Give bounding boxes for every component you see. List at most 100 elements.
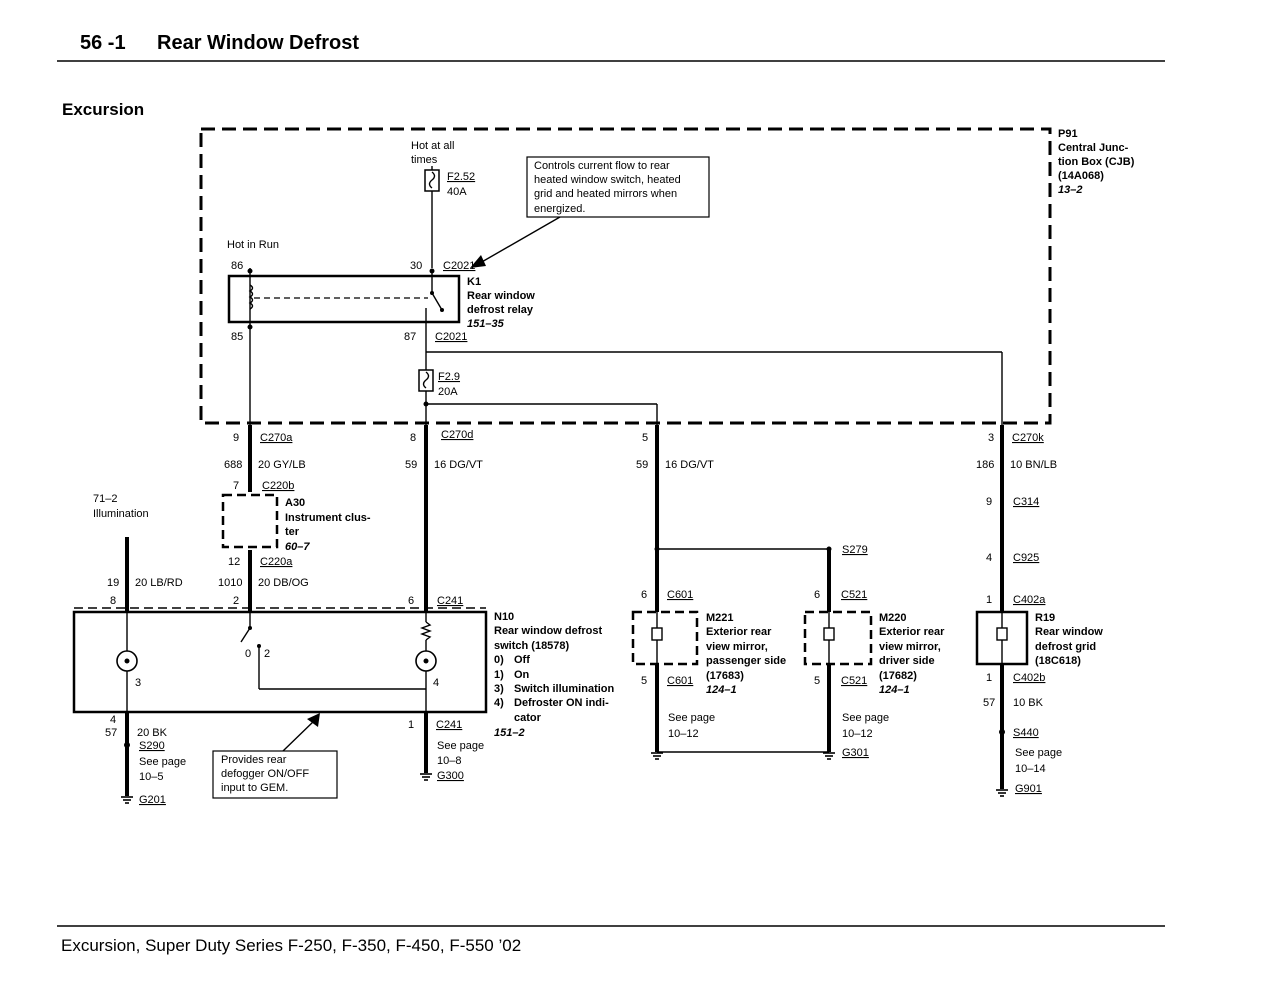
ground-g901-icon [996,789,1008,797]
m221-conn-top: C601 [667,589,693,601]
m221-conn-bottom: C601 [667,675,693,687]
svg-text:Rear window: Rear window [467,290,535,302]
switch-pin-3: 3 [135,677,141,689]
svg-text:ter: ter [285,526,300,538]
g300-see-page-ref: 10–8 [437,755,461,767]
svg-text:P91: P91 [1058,128,1078,140]
fuse-f252-rating: 40A [447,186,467,198]
g201-see-page-ref: 10–5 [139,771,163,783]
svg-text:R19: R19 [1035,612,1055,624]
cjb-label: P91 Central Junc- tion Box (CJB) (14A068… [1058,128,1135,196]
m221-see-page-ref: 10–12 [668,728,699,740]
grid-pin-bottom: 1 [986,672,992,684]
m221-label: M221 Exterior rear view mirror, passenge… [706,612,786,696]
splice-s440-dot [999,729,1005,735]
wire-186-color: 10 BN/LB [1010,459,1057,471]
relay-pin-86: 86 [231,260,243,272]
relay-callout-arrow [479,216,561,264]
wire-19-color: 20 LB/RD [135,577,183,589]
svg-text:0): 0) [494,654,504,666]
switch-callout-box [212,750,338,799]
c925-pin: 4 [986,552,992,564]
relay-callout-line: heated window switch, heated [534,174,681,186]
grid-heater-icon [996,612,1008,664]
relay-callout-arrowhead [470,255,486,268]
grid-pin-top: 1 [986,594,992,606]
cjb-conn-c270a: C270a [260,432,293,444]
relay-callout-box [526,156,710,218]
switch-callout-line: input to GEM. [221,782,288,794]
splice-dot [654,546,660,552]
fuse-f29-icon [418,369,434,392]
switch-n10-box [72,610,488,714]
switch-pin-8: 8 [110,595,116,607]
cluster-pin-bottom: 12 [228,556,240,568]
g901-see-page-ref: 10–14 [1015,763,1046,775]
wire-57-circuit: 57 [105,727,117,739]
ground-g201-icon [121,796,133,804]
svg-text:Rear window: Rear window [1035,626,1103,638]
g300-see-page: See page [437,740,484,752]
ground-g300-icon [420,773,432,781]
switch-conn: C241 [437,595,463,607]
m220-heater-icon [823,612,835,664]
m220-see-page: See page [842,712,889,724]
m220-conn-top: C521 [841,589,867,601]
switch-callout-line: defogger ON/OFF [221,768,309,780]
g201-see-page: See page [139,756,186,768]
svg-text:124–1: 124–1 [706,684,737,696]
svg-text:M221: M221 [706,612,734,624]
cluster-a30-label: A30 Instrument clus- ter 60–7 [285,497,371,553]
m221-heater-icon [651,612,663,664]
hot-in-run-label: Hot in Run [227,239,279,251]
cluster-conn-top: C220b [262,480,294,492]
hot-at-all-times-label: Hot at all [411,140,454,152]
wire-57-grid-color: 10 BK [1013,697,1044,709]
svg-text:1): 1) [494,669,504,681]
fuse-f29-rating: 20A [438,386,458,398]
splice-s440: S440 [1013,727,1039,739]
m221-pin-bottom: 5 [641,675,647,687]
section-title: Excursion [62,100,144,119]
switch-n10-internals [116,612,437,712]
cjb-pin-9: 9 [233,432,239,444]
svg-text:4): 4) [494,697,504,709]
cjb-pin-8: 8 [410,432,416,444]
m220-box [803,610,873,666]
m221-box [631,610,699,666]
svg-text:Exterior rear: Exterior rear [879,626,945,638]
svg-text:view mirror,: view mirror, [706,641,768,653]
svg-text:(18C618): (18C618) [1035,655,1081,667]
svg-text:Rear window defrost: Rear window defrost [494,625,603,637]
svg-text:(17682): (17682) [879,670,917,682]
svg-text:Off: Off [514,654,530,666]
g901-see-page: See page [1015,747,1062,759]
svg-text:switch (18578): switch (18578) [494,640,570,652]
fuse-f252-id: F2.52 [447,171,475,183]
m220-label: M220 Exterior rear view mirror, driver s… [879,612,945,696]
m221-see-page: See page [668,712,715,724]
m221-pin-top: 6 [641,589,647,601]
switch-callout-arrow [282,719,316,752]
m220-pin-top: 6 [814,589,820,601]
splice-s279: S279 [842,544,868,556]
switch-ground-pin: 4 [110,714,116,726]
page-title: Rear Window Defrost [157,32,359,54]
m220-conn-bottom: C521 [841,675,867,687]
svg-text:tion Box (CJB): tion Box (CJB) [1058,156,1135,168]
cluster-pin-top: 7 [233,480,239,492]
relay-conn-bottom: C2021 [435,331,467,343]
relay-callout-line: energized. [534,203,585,215]
grid-r19-label: R19 Rear window defrost grid (18C618) [1035,612,1103,667]
wire-59-color: 16 DG/VT [434,459,483,471]
svg-text:cator: cator [514,712,542,724]
svg-text:(14A068): (14A068) [1058,170,1104,182]
cjb-conn-c270d: C270d [441,429,473,441]
relay-k1-box [227,274,461,324]
relay-pin-85: 85 [231,331,243,343]
cluster-a30-box [221,493,279,549]
wire-19-circuit: 19 [107,577,119,589]
wire-688-color: 20 GY/LB [258,459,306,471]
svg-text:defrost relay: defrost relay [467,304,534,316]
splice-s290: S290 [139,740,165,752]
